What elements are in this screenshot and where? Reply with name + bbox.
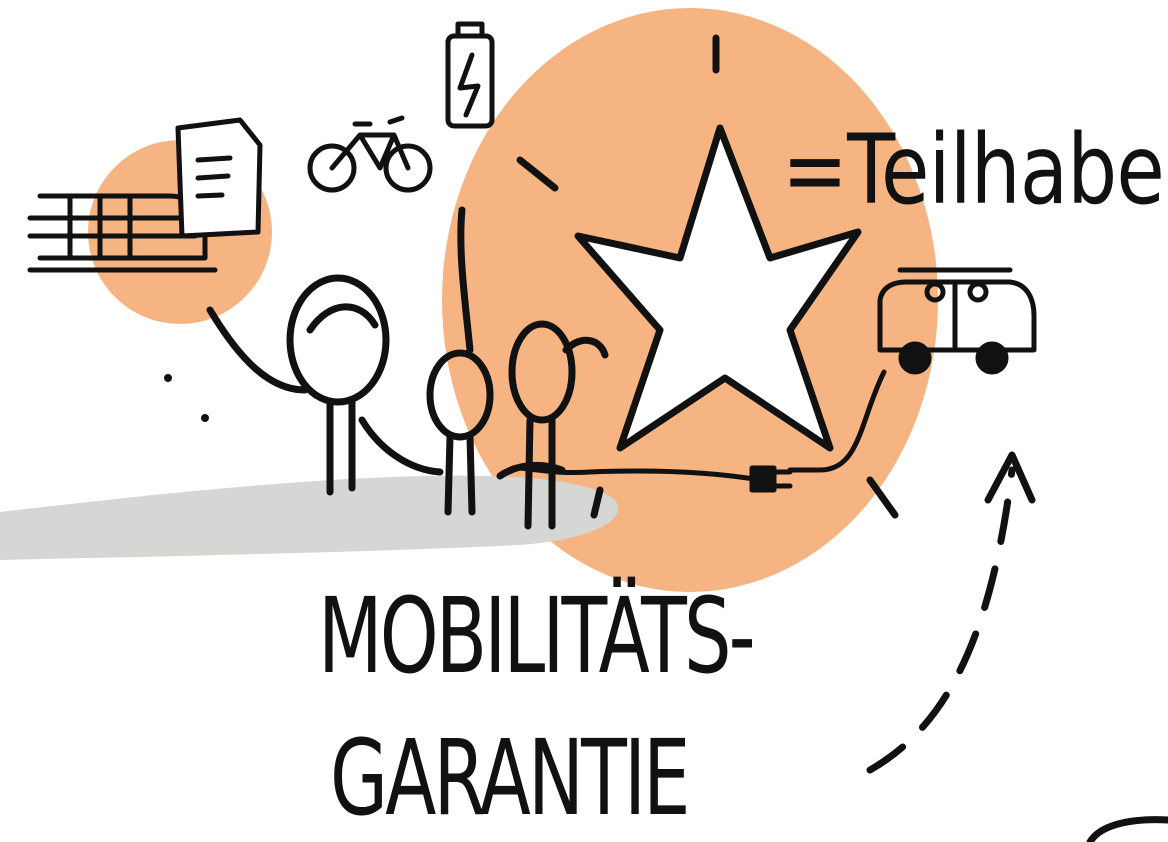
star-ray-bottom-left	[590, 486, 604, 519]
bicycle-icon	[307, 115, 433, 193]
charging-cable	[517, 369, 887, 483]
ink-dot	[164, 374, 172, 382]
battery-icon	[445, 21, 495, 129]
garantie-text: GARANTIE	[330, 717, 690, 839]
corner-curve	[1086, 816, 1168, 842]
document-icon	[175, 117, 263, 239]
train-icon	[27, 193, 218, 273]
star-icon	[574, 124, 862, 452]
mobilitaets-text: MOBILITÄTS-	[318, 575, 756, 697]
ink-dot	[201, 414, 209, 422]
teilhabe-text: =Teilhabe	[782, 114, 1165, 226]
ground-shadow	[0, 475, 619, 560]
arrow-icon	[866, 451, 1036, 774]
star-ray-left	[516, 156, 559, 192]
people-icon	[206, 206, 609, 530]
plug-icon	[749, 465, 793, 493]
star-ray-bottom-right	[866, 476, 899, 519]
car-icon	[877, 267, 1037, 375]
